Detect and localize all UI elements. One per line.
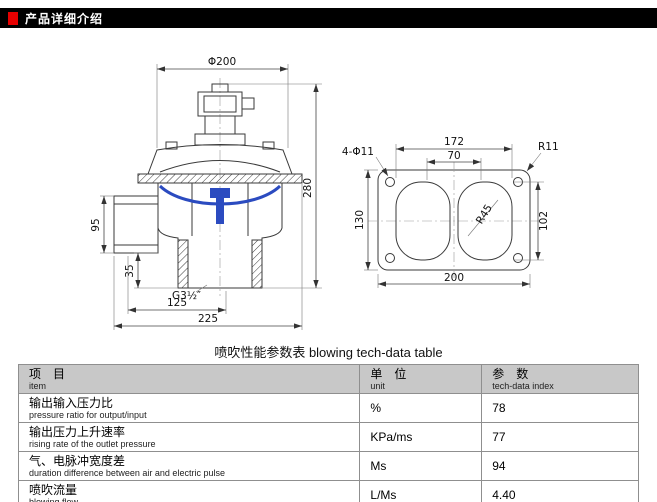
table-row: 喷吹流量 blowing flow L/Ms 4.40 <box>17 480 639 502</box>
row-item-zh: 喷吹流量 <box>29 483 78 497</box>
diaphragm <box>158 184 282 224</box>
table-row: 气、电脉冲宽度差 duration difference between air… <box>17 451 639 481</box>
row-value: 78 <box>481 393 639 423</box>
row-item: 气、电脉冲宽度差 duration difference between air… <box>17 451 361 481</box>
table-caption: 喷吹性能参数表 blowing tech-data table <box>214 345 443 360</box>
dim-diameter-200: Φ200 <box>208 56 236 68</box>
dim-width-225: 225 <box>198 313 218 325</box>
row-unit: % <box>359 393 483 423</box>
dim-width-125: 125 <box>167 297 187 309</box>
dim-gap-70: 70 <box>447 150 460 162</box>
row-data-value: 78 <box>492 401 506 415</box>
row-value: 94 <box>481 451 639 481</box>
row-item-en: pressure ratio for output/input <box>29 410 147 420</box>
row-item-en: duration difference between air and elec… <box>29 468 225 478</box>
red-accent-square <box>8 11 18 25</box>
dim-height-280: 280 <box>302 178 314 198</box>
col-header-item-zh: 项 目 <box>29 367 66 381</box>
row-item-zh: 输出输入压力比 <box>29 396 114 410</box>
dim-port-102: 102 <box>538 211 550 231</box>
row-unit-value: Ms <box>370 459 387 473</box>
tech-data-table: 项 目 item 单 位 unit 参 数 tech-data index 输出… <box>17 364 639 502</box>
col-header-item-en: item <box>29 381 47 391</box>
solenoid-assembly <box>194 83 255 146</box>
dim-height-130: 130 <box>354 210 366 230</box>
row-value: 4.40 <box>481 480 639 502</box>
row-item: 输出压力上升速率 rising rate of the outlet press… <box>17 422 361 452</box>
row-unit-value: L/Ms <box>370 488 397 502</box>
row-unit: Ms <box>359 451 483 481</box>
valve-dimensions: Φ200 280 95 35 G3½″ 125 225 <box>90 56 322 330</box>
row-unit-value: % <box>370 401 382 415</box>
row-item-en: rising rate of the outlet pressure <box>29 439 156 449</box>
corner-radius-r11: R11 <box>538 141 559 153</box>
row-data-value: 94 <box>492 459 506 473</box>
dim-inlet-95: 95 <box>90 218 102 231</box>
col-header-value: 参 数 tech-data index <box>481 364 639 394</box>
table-header-row: 项 目 item 单 位 unit 参 数 tech-data index <box>17 364 639 394</box>
port-radius-r45: R45 <box>474 202 495 226</box>
row-data-value: 77 <box>492 430 506 444</box>
flange-dimensions: 172 70 4-Φ11 R11 130 102 R45 200 <box>342 136 559 288</box>
row-item: 输出输入压力比 pressure ratio for output/input <box>17 393 361 423</box>
row-unit: L/Ms <box>359 480 483 502</box>
row-unit-value: KPa/ms <box>370 430 413 444</box>
flange-view <box>368 162 542 278</box>
table-row: 输出压力上升速率 rising rate of the outlet press… <box>17 422 639 452</box>
valve-section-view <box>113 78 303 296</box>
dim-width-200: 200 <box>444 272 464 284</box>
col-header-unit-zh: 单 位 <box>370 367 407 381</box>
thread-label-g3: G3½″ <box>172 290 201 302</box>
row-item-zh: 输出压力上升速率 <box>29 425 126 439</box>
row-item-zh: 气、电脉冲宽度差 <box>29 454 126 468</box>
row-item-en: blowing flow <box>29 497 79 502</box>
row-unit: KPa/ms <box>359 422 483 452</box>
row-item: 喷吹流量 blowing flow <box>17 480 361 502</box>
section-header: 产品详细介绍 <box>0 8 657 28</box>
table-row: 输出输入压力比 pressure ratio for output/input … <box>17 393 639 423</box>
col-header-value-zh: 参 数 <box>492 367 529 381</box>
row-value: 77 <box>481 422 639 452</box>
col-header-value-en: tech-data index <box>492 381 554 391</box>
col-header-item: 项 目 item <box>17 364 361 394</box>
col-header-unit: 单 位 unit <box>359 364 483 394</box>
dim-span-172: 172 <box>444 136 464 148</box>
col-header-unit-en: unit <box>370 381 385 391</box>
section-title: 产品详细介绍 <box>25 11 104 26</box>
row-data-value: 4.40 <box>492 488 516 502</box>
holes-label-4xd11: 4-Φ11 <box>342 146 374 158</box>
technical-drawing: Φ200 280 95 35 G3½″ 125 225 <box>90 56 559 330</box>
dim-outlet-35: 35 <box>124 264 136 277</box>
